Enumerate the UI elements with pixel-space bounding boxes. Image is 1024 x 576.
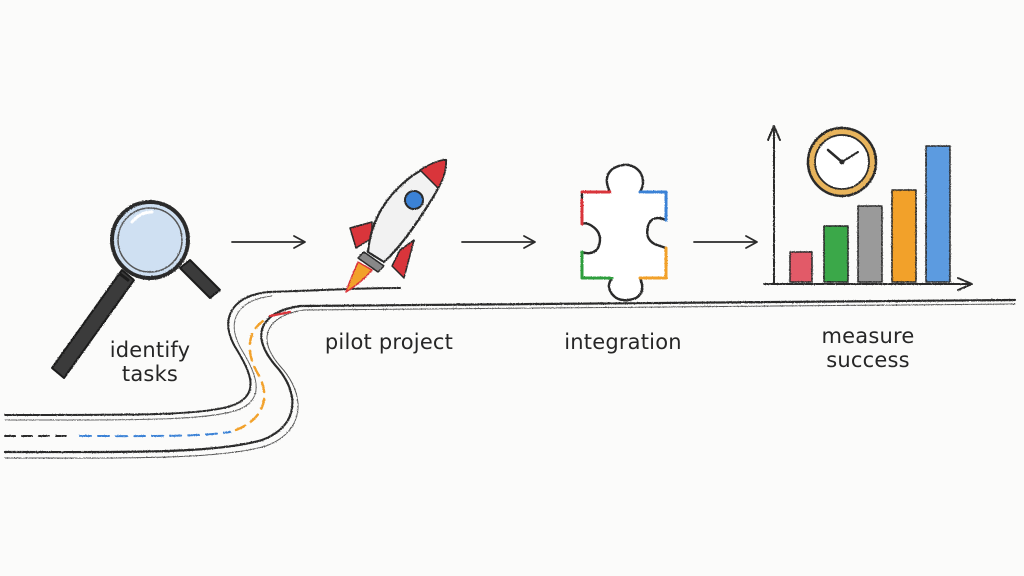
label-line: pilot project [324,330,454,354]
label-line: measure [821,324,915,348]
label-line: tasks [121,362,179,387]
arrow-2 [461,235,536,249]
step-label-integration: integration [548,330,698,354]
bar-gray [857,205,883,283]
bar-blue [925,145,951,283]
bar-orange [891,189,917,283]
label-line: integration [564,330,682,354]
label-line: identify [109,338,191,362]
clock-icon [806,126,878,198]
rocket-icon [345,158,448,293]
arrow-1 [231,235,306,249]
magnifying-glass-icon [51,200,221,379]
arrows [231,235,758,249]
bar-chart-clock-icon [763,125,973,291]
step-label-measure: measure success [808,324,928,372]
step-label-pilot: pilot project [314,330,464,354]
bar-red [789,251,813,283]
puzzle-piece-icon [580,163,668,302]
bar-green [823,225,849,283]
arrow-3 [693,235,758,249]
label-line: success [826,348,910,373]
step-label-identify: identify tasks [100,338,200,386]
